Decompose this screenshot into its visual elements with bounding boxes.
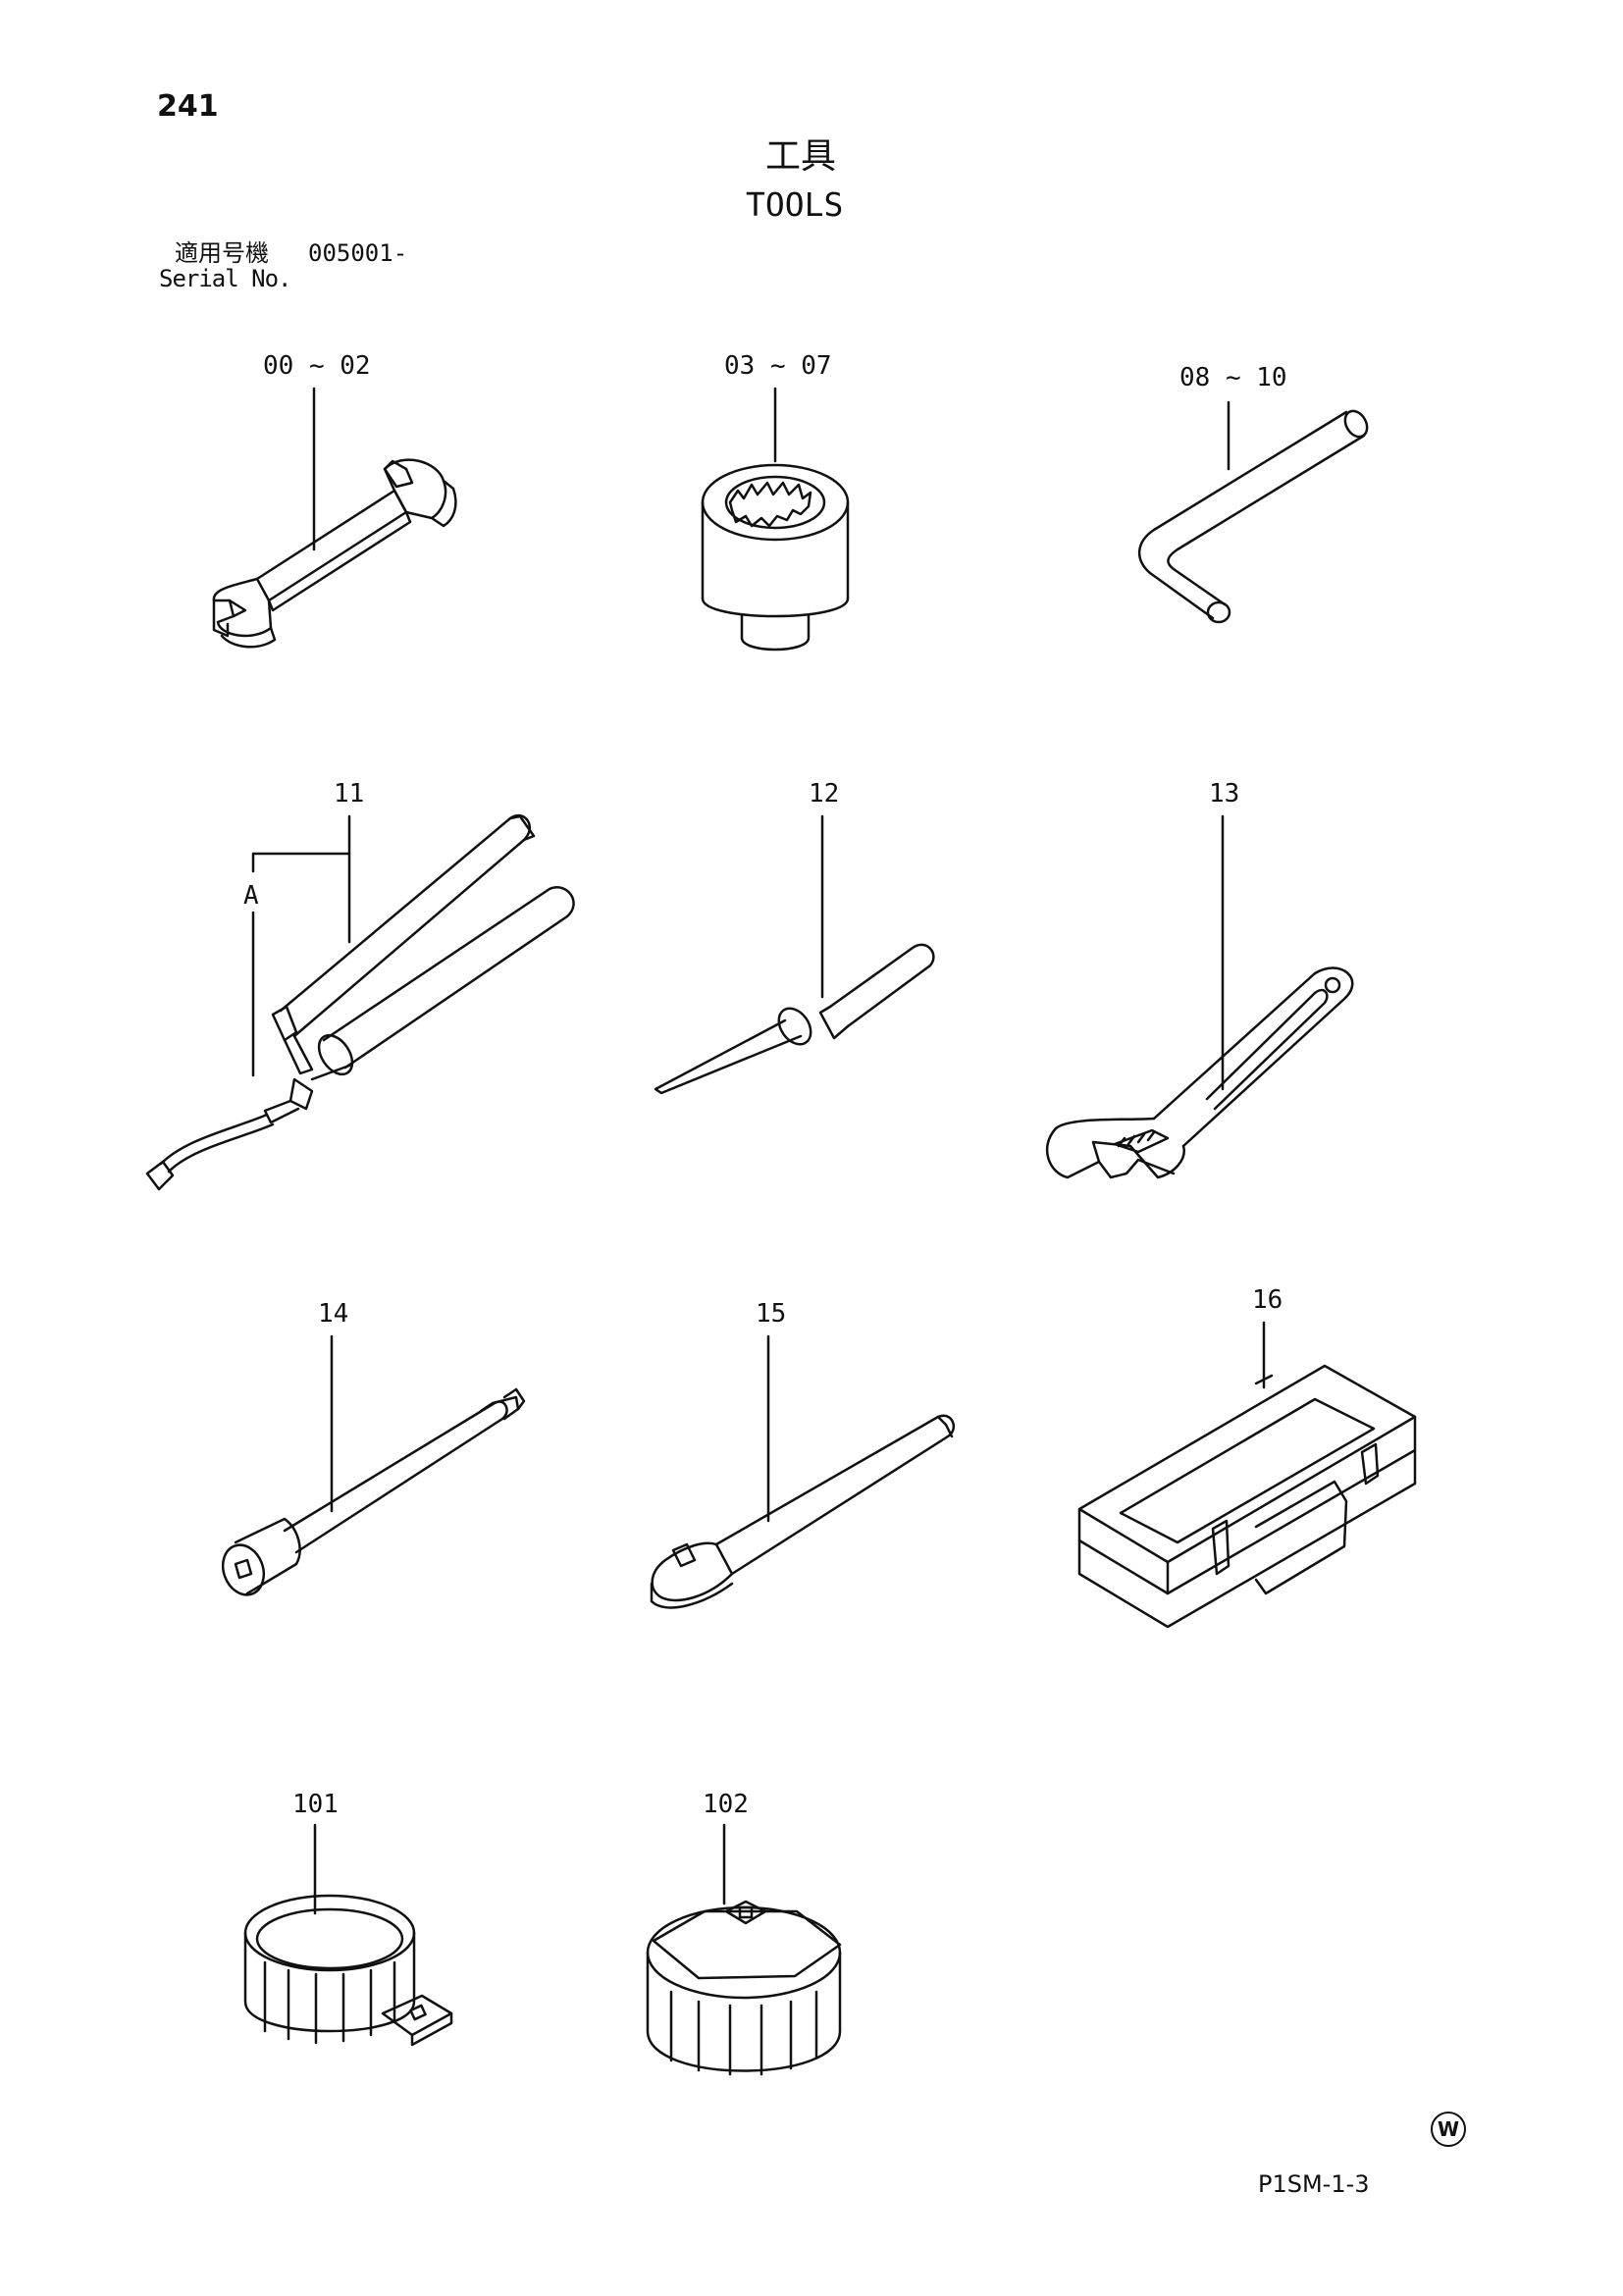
callout-13: 13 — [1209, 779, 1240, 809]
callout-12: 12 — [809, 779, 840, 809]
callout-00-02: 00 ~ 02 — [263, 351, 371, 381]
socket-extension-bar-icon — [216, 1389, 524, 1600]
tool-box-icon — [1079, 1366, 1415, 1627]
ratchet-handle-icon — [652, 1416, 954, 1608]
open-end-wrench-icon — [214, 460, 456, 648]
callout-15: 15 — [756, 1299, 787, 1329]
serial-label-english: Serial No. — [159, 265, 291, 292]
page-number: 241 — [157, 89, 219, 124]
callout-11: 11 — [334, 779, 365, 809]
document-code: P1SM-1-3 — [1258, 2170, 1370, 2198]
callout-102: 102 — [703, 1790, 749, 1819]
serial-number-value: 005001- — [308, 239, 408, 267]
filter-wrench-cap-icon — [648, 1902, 840, 2074]
serial-label-japanese: 適用号機 — [175, 239, 269, 267]
callout-a: A — [243, 881, 259, 911]
screwdriver-icon — [655, 945, 933, 1093]
socket-icon — [703, 465, 848, 650]
callout-03-07: 03 ~ 07 — [724, 351, 832, 381]
hex-key-icon — [1139, 407, 1372, 622]
callout-14: 14 — [318, 1299, 349, 1329]
adjustable-wrench-icon — [1047, 967, 1352, 1177]
grease-gun-icon — [147, 815, 574, 1189]
watermark-w-symbol: W — [1431, 2112, 1466, 2147]
callout-101: 101 — [292, 1790, 339, 1819]
filter-wrench-band-icon — [245, 1896, 451, 2045]
leader-lines — [253, 389, 1264, 1913]
callout-08-10: 08 ~ 10 — [1179, 363, 1287, 392]
callout-16: 16 — [1252, 1285, 1283, 1315]
page-title-english: TOOLS — [746, 185, 844, 224]
page-title-japanese: 工具 — [765, 136, 837, 177]
